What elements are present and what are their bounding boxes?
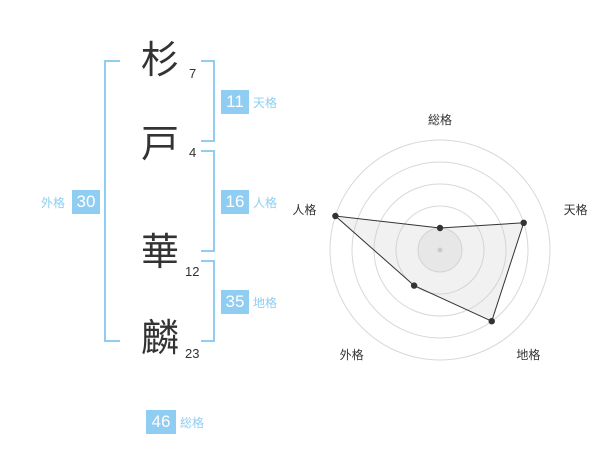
gaikaku-bracket: [104, 60, 120, 342]
gaikaku-label: 外格: [41, 196, 66, 210]
radar-point-4: [410, 282, 418, 289]
radar-center-dot: [437, 247, 443, 253]
chikaku-bracket: [201, 260, 215, 342]
radar-axis-label-3: 地格: [516, 347, 540, 362]
name-char-4: 麟: [140, 316, 179, 360]
jinkaku-bracket: [201, 150, 215, 252]
radar-point-5: [332, 212, 339, 220]
gaikaku-value: 30: [72, 190, 100, 214]
stroke-count-4: 23: [185, 346, 200, 361]
name-char-1: 杉: [140, 38, 179, 82]
radar-point-3: [488, 317, 495, 325]
stroke-count-1: 7: [189, 66, 197, 81]
stroke-count-3: 12: [185, 264, 200, 279]
radar-point-1: [436, 224, 444, 232]
soukaku-value: 46: [146, 410, 176, 434]
radar-ring-5: [329, 139, 551, 361]
radar-axis-label-2: 天格: [564, 202, 588, 217]
chikaku-label: 地格: [253, 296, 278, 310]
jinkaku-value: 16: [221, 190, 249, 214]
tenkaku-label: 天格: [253, 96, 278, 110]
radar-axis-label-1: 総格: [428, 112, 452, 127]
radar-axis-label-5: 人格: [292, 202, 316, 217]
soukaku-label: 総格: [180, 416, 205, 430]
stroke-count-2: 4: [189, 145, 197, 160]
chikaku-value: 35: [221, 290, 249, 314]
radar-axis-label-4: 外格: [340, 347, 364, 362]
tenkaku-value: 11: [221, 90, 249, 114]
name-char-2: 戸: [140, 122, 179, 166]
radar-ring-4: [351, 161, 529, 339]
radar-point-2: [520, 219, 527, 227]
tenkaku-bracket: [201, 60, 215, 142]
jinkaku-label: 人格: [253, 196, 278, 210]
name-char-3: 華: [140, 230, 179, 274]
radar-ring-2: [395, 205, 485, 295]
radar-data-polygon: [333, 215, 525, 322]
